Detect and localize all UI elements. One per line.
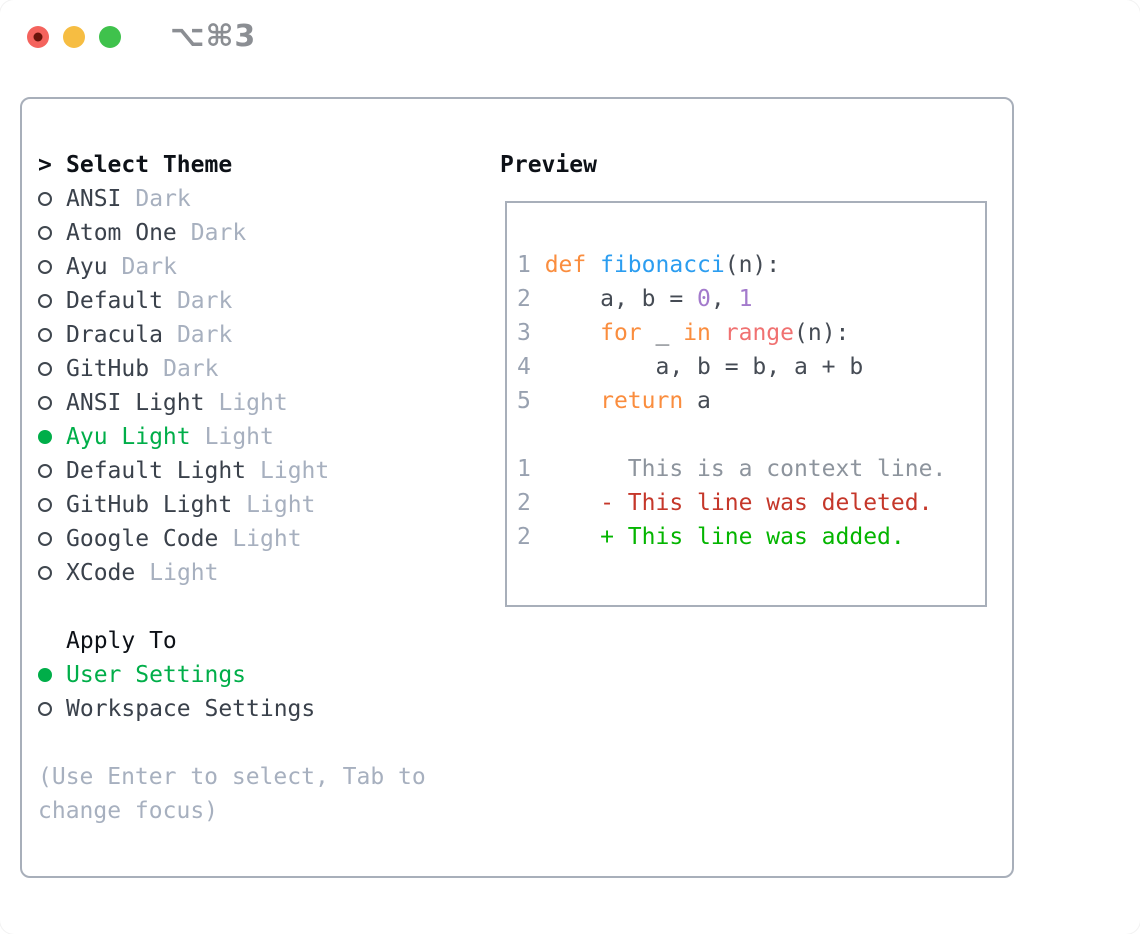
radio-icon — [38, 566, 52, 580]
option-variant-label: Light — [260, 458, 330, 484]
option-variant-label: Dark — [121, 254, 177, 280]
minimize-button[interactable] — [63, 26, 85, 48]
radio-icon — [38, 192, 52, 206]
radio-selected-icon — [38, 668, 52, 682]
apply-to-header: Apply To — [38, 624, 426, 658]
radio-icon — [38, 464, 52, 478]
radio-icon — [38, 294, 52, 308]
radio-selected-icon — [38, 430, 52, 444]
option-variant-label: Light — [149, 560, 219, 586]
radio-icon — [38, 328, 52, 342]
option-label: Dracula — [66, 322, 163, 348]
apply-option-workspace-settings[interactable]: Workspace Settings — [38, 692, 426, 726]
theme-option-github-light[interactable]: GitHub Light Light — [38, 488, 426, 522]
code-line: 2 - This line was deleted. — [517, 490, 933, 516]
option-label: XCode — [66, 560, 136, 586]
option-variant-label: Dark — [176, 322, 233, 348]
theme-option-default[interactable]: Default Dark — [38, 284, 426, 318]
code-blank-line — [517, 418, 985, 452]
option-label: ANSI Light — [66, 390, 205, 416]
select-theme-header: > Select Theme — [38, 148, 426, 182]
option-variant-label: Dark — [135, 186, 191, 212]
code-line: 1 def fibonacci(n): — [517, 252, 781, 278]
hint-line-2: change focus) — [38, 798, 219, 824]
theme-option-google-code[interactable]: Google Code Light — [38, 522, 426, 556]
radio-icon — [38, 702, 52, 716]
theme-option-ayu[interactable]: Ayu Dark — [38, 250, 426, 284]
code-line: 2 a, b = 0, 1 — [517, 286, 753, 312]
option-label: Atom One — [66, 220, 177, 246]
prompt-caret-icon: > — [38, 152, 52, 178]
close-button[interactable] — [27, 26, 49, 48]
titlebar: ⌥⌘3 — [27, 19, 257, 54]
theme-option-default-light[interactable]: Default Light Light — [38, 454, 426, 488]
radio-icon — [38, 362, 52, 376]
radio-icon — [38, 396, 52, 410]
option-variant-label: Dark — [190, 220, 247, 246]
theme-option-atom-one[interactable]: Atom One Dark — [38, 216, 426, 250]
theme-option-github[interactable]: GitHub Dark — [38, 352, 426, 386]
option-label: Workspace Settings — [66, 696, 316, 722]
option-label: Default Light — [66, 458, 247, 484]
option-variant-label: Light — [246, 492, 316, 518]
code-line: 3 for _ in range(n): — [517, 320, 850, 346]
apply-option-user-settings[interactable]: User Settings — [38, 658, 426, 692]
radio-icon — [38, 532, 52, 546]
hint-text: (Use Enter to select, Tab to change focu… — [38, 760, 426, 828]
theme-option-ansi-light[interactable]: ANSI Light Light — [38, 386, 426, 420]
code-line: 2 + This line was added. — [517, 524, 905, 550]
option-label: Ayu — [66, 254, 108, 280]
close-button-dot-icon — [33, 32, 43, 42]
spacer — [38, 590, 426, 624]
preview-header: Preview — [500, 148, 987, 182]
apply-to-title: Apply To — [66, 628, 177, 654]
preview-box: 1 def fibonacci(n): 2 a, b = 0, 1 3 for _ … — [505, 201, 987, 607]
theme-option-ansi[interactable]: ANSI Dark — [38, 182, 426, 216]
option-label: GitHub Light — [66, 492, 233, 518]
option-label: Ayu Light — [66, 424, 191, 450]
window-shortcut-label: ⌥⌘3 — [170, 19, 257, 54]
option-variant-label: Light — [204, 424, 274, 450]
hint-line-1: (Use Enter to select, Tab to — [38, 764, 426, 790]
option-label: GitHub — [66, 356, 150, 382]
theme-option-xcode[interactable]: XCode Light — [38, 556, 426, 590]
code-line: 5 return a — [517, 388, 711, 414]
select-theme-title: Select Theme — [66, 152, 233, 178]
radio-icon — [38, 498, 52, 512]
theme-option-ayu-light[interactable]: Ayu Light Light — [38, 420, 426, 454]
option-variant-label: Dark — [176, 288, 233, 314]
theme-option-dracula[interactable]: Dracula Dark — [38, 318, 426, 352]
spacer — [38, 726, 426, 760]
option-label: ANSI — [66, 186, 122, 212]
option-variant-label: Light — [232, 526, 302, 552]
option-label: User Settings — [66, 662, 247, 688]
option-variant-label: Light — [218, 390, 288, 416]
option-label: Google Code — [66, 526, 219, 552]
code-line: 4 a, b = b, a + b — [517, 354, 864, 380]
radio-icon — [38, 260, 52, 274]
option-label: Default — [66, 288, 163, 314]
radio-icon — [38, 226, 52, 240]
code-line: 1 This is a context line. — [517, 456, 947, 482]
maximize-button[interactable] — [99, 26, 121, 48]
preview-column: Preview 1 def fibonacci(n): 2 a, b = 0, 1… — [500, 148, 987, 607]
option-variant-label: Dark — [163, 356, 219, 382]
preview-title: Preview — [500, 152, 597, 178]
